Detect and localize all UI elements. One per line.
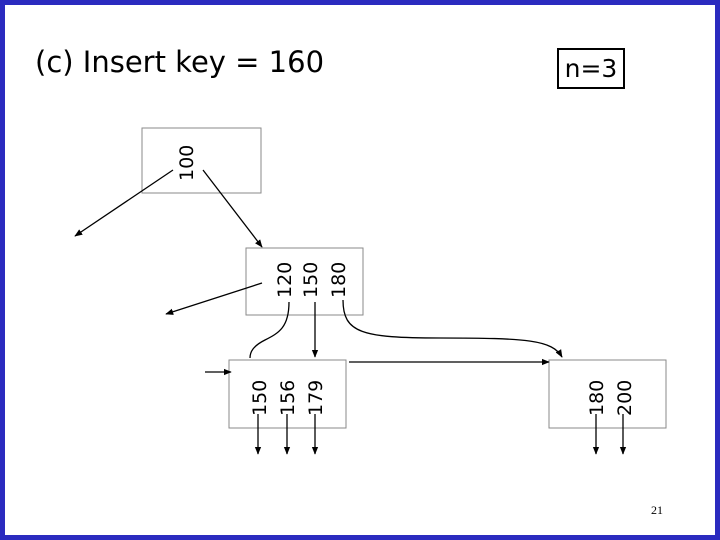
root-key: 100: [176, 145, 198, 181]
root-node-box: [141, 127, 262, 194]
internal-node: 120 150 180: [245, 247, 364, 316]
root-right-pointer-arrow: [202, 169, 263, 248]
leaf-left-key-3: 179: [305, 380, 327, 416]
internal-pointer-1-curve: [249, 301, 290, 359]
leaf-node-right: 180 200: [548, 359, 667, 429]
leaf-right-key-2: 200: [614, 380, 636, 416]
internal-pointer-0-arrow: [165, 282, 263, 315]
root-left-pointer-arrow: [74, 169, 174, 237]
page-number: 21: [651, 503, 663, 517]
internal-key-3: 180: [328, 262, 350, 298]
internal-key-2: 150: [300, 262, 322, 298]
leaf-left-key-2: 156: [277, 380, 299, 416]
order-label-box: n=3: [557, 48, 625, 89]
leaf-right-key-1: 180: [586, 380, 608, 416]
root-node: 100: [141, 127, 262, 194]
slide-title: (c) Insert key = 160: [35, 45, 325, 79]
leaf-right-box: [548, 359, 667, 429]
leaf-left-key-1: 150: [249, 380, 271, 416]
internal-key-1: 120: [274, 262, 296, 298]
internal-pointer-3-arrow: [342, 299, 563, 358]
